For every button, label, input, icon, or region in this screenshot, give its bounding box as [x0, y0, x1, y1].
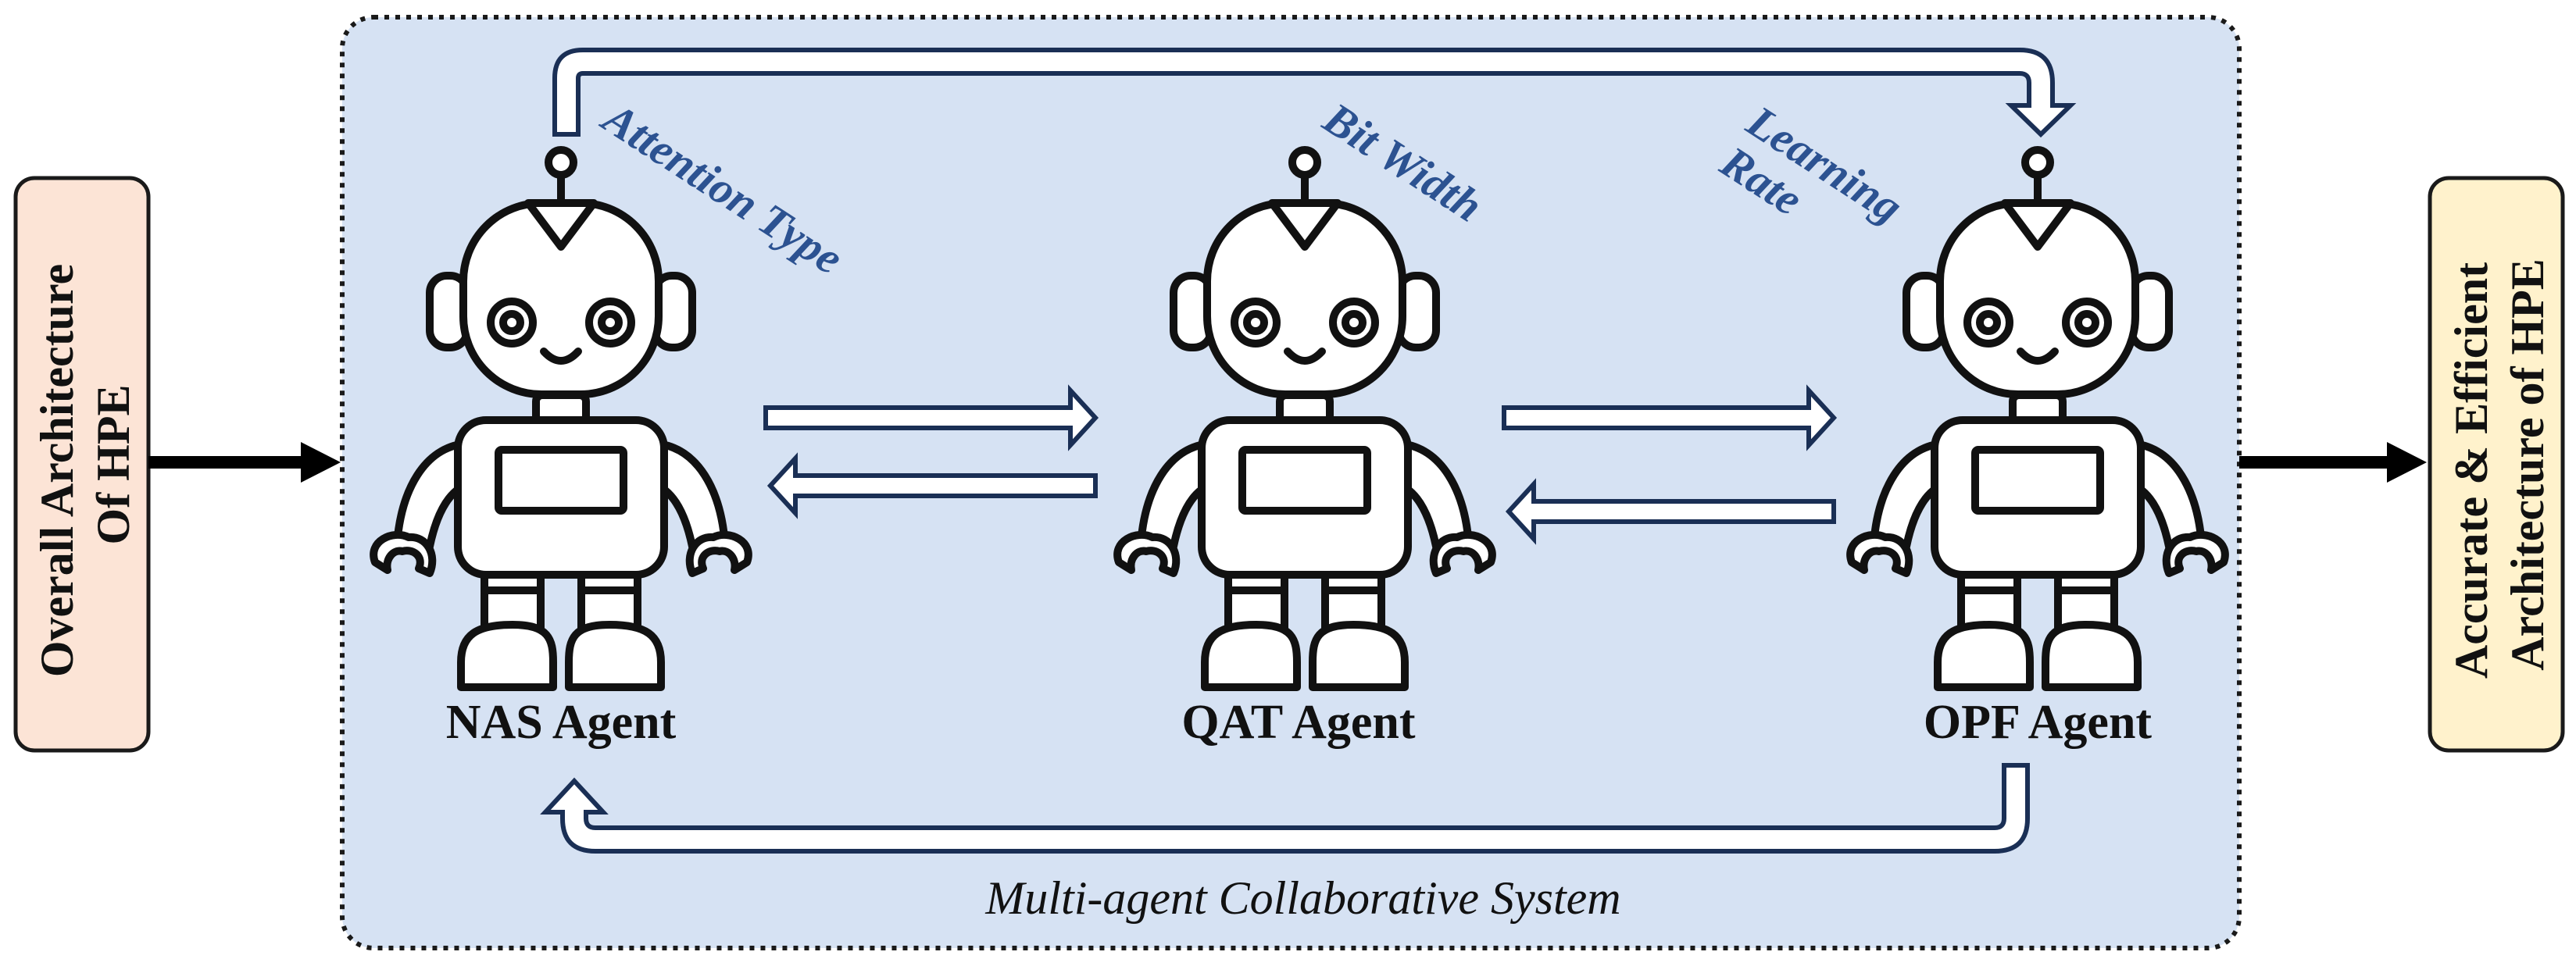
- qat-agent-label: QAT Agent: [1181, 696, 1415, 749]
- output-arrow: [2239, 442, 2427, 483]
- output-label: Accurate & Efficient Architecture of HPE: [2446, 251, 2553, 679]
- arrow-qat-to-nas: [766, 452, 1098, 519]
- bottom-feedback-arrow: [540, 763, 2030, 854]
- system-title: Multi-agent Collaborative System: [984, 872, 1620, 924]
- nas-agent-label: NAS Agent: [446, 696, 677, 749]
- output-label-line1: Accurate & Efficient: [2446, 262, 2497, 679]
- input-label: Overall Architecture Of HPE: [31, 252, 139, 677]
- top-feedback-arrow: [552, 48, 2077, 138]
- output-label-line2: Architecture of HPE: [2502, 258, 2553, 671]
- input-label-line1: Overall Architecture: [31, 264, 83, 677]
- arrow-opf-to-qat: [1505, 478, 1836, 545]
- input-label-line2: Of HPE: [88, 385, 139, 545]
- arrow-nas-to-qat: [763, 384, 1099, 451]
- output-box: [2428, 176, 2565, 753]
- input-arrow: [148, 442, 341, 483]
- opf-agent-label: OPF Agent: [1924, 696, 2153, 749]
- arrow-qat-to-opf: [1502, 384, 1838, 451]
